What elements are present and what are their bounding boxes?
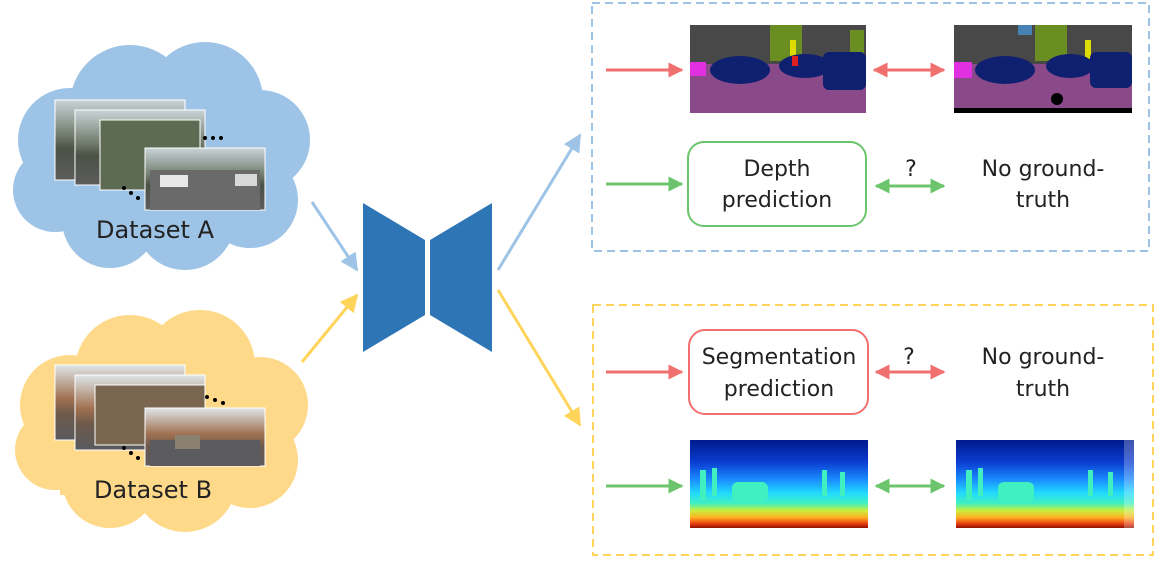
segmentation-groundtruth-image xyxy=(954,25,1132,113)
dataset-a-label: Dataset A xyxy=(96,216,215,244)
panel-b-border xyxy=(592,304,1154,556)
no-groundtruth-a-line-1: No ground- xyxy=(982,157,1105,182)
arrow-dataset-b-to-network xyxy=(300,293,359,363)
segmentation-prediction-line-2: prediction xyxy=(724,377,834,402)
dataset-b-label: Dataset B xyxy=(94,476,212,504)
no-groundtruth-a-line-2: truth xyxy=(1016,188,1070,213)
depth-prediction-box xyxy=(687,141,867,227)
segmentation-prediction-box xyxy=(688,329,869,415)
arrow-network-to-panel-b xyxy=(496,289,582,427)
dataset-b-images xyxy=(54,364,266,467)
depth-prediction-image xyxy=(690,440,868,528)
panel-a: Depth prediction ? No ground- truth xyxy=(591,2,1150,252)
no-groundtruth-b-line-2: truth xyxy=(1016,377,1070,402)
decoder xyxy=(430,203,492,352)
depth-prediction-line-2: prediction xyxy=(722,188,832,213)
dataset-b-cloud: Dataset B xyxy=(15,310,308,532)
no-groundtruth-b-line-1: No ground- xyxy=(982,345,1105,370)
panel-b: Segmentation prediction ? No ground- tru… xyxy=(592,304,1154,556)
arrow-network-to-panel-a xyxy=(496,133,582,271)
dataset-a-cloud: Dataset A xyxy=(13,42,310,270)
depth-question-mark: ? xyxy=(905,157,917,182)
encoder xyxy=(363,203,425,352)
segmentation-prediction-image xyxy=(690,25,866,113)
depth-prediction-line-1: Depth xyxy=(743,157,810,182)
dataset-a-images xyxy=(54,99,266,211)
segmentation-prediction-line-1: Segmentation xyxy=(702,345,857,370)
network-shape xyxy=(363,203,492,352)
panel-a-border xyxy=(591,2,1150,252)
depth-groundtruth-image xyxy=(956,440,1134,528)
arrow-dataset-a-to-network xyxy=(310,201,359,272)
segmentation-question-mark: ? xyxy=(903,345,915,370)
